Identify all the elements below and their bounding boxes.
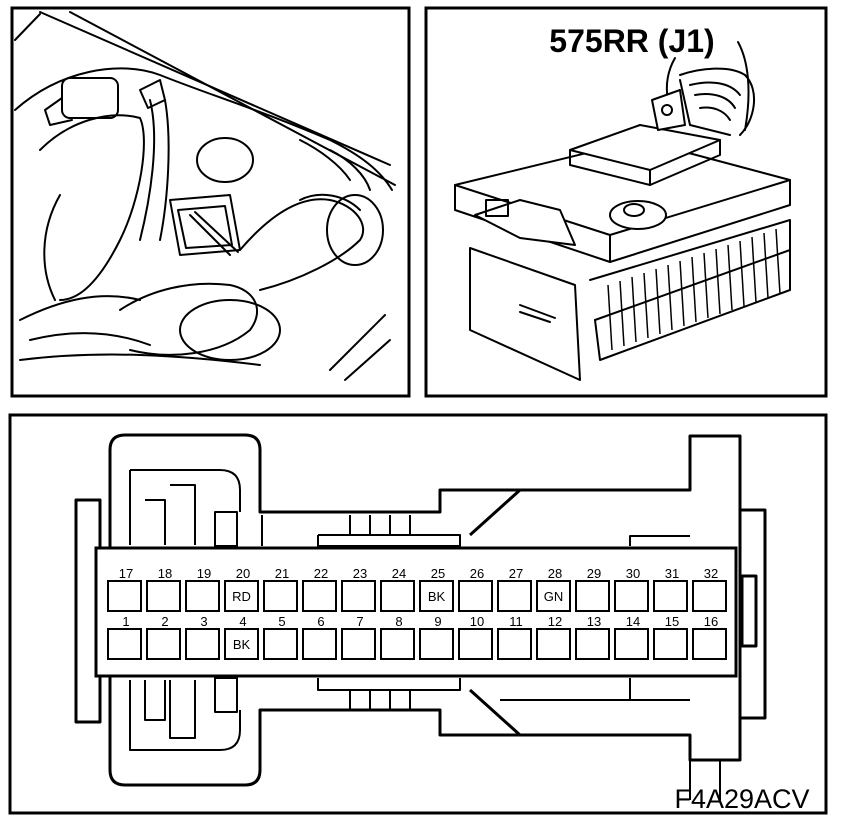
pin-cavity-7 xyxy=(341,628,376,660)
pin-cavity-27 xyxy=(497,580,532,612)
pin-cavity-28 xyxy=(536,580,571,612)
wire-color-pin-4: BK xyxy=(233,637,251,652)
pin-cavity-15 xyxy=(653,628,688,660)
pin-cavity-4 xyxy=(224,628,259,660)
wire-color-pin-28: GN xyxy=(544,589,564,604)
pin-number-7: 7 xyxy=(356,614,363,629)
pin-number-31: 31 xyxy=(665,566,679,581)
pin-cavity-11 xyxy=(497,628,532,660)
location-view-panel xyxy=(10,6,411,398)
wire-color-pin-25: BK xyxy=(428,589,446,604)
pin-number-8: 8 xyxy=(395,614,402,629)
pin-cavity-17 xyxy=(107,580,142,612)
pin-number-11: 11 xyxy=(509,614,523,629)
pin-number-29: 29 xyxy=(587,566,601,581)
pin-cavity-9 xyxy=(419,628,454,660)
pin-number-1: 1 xyxy=(122,614,129,629)
pin-cavity-5 xyxy=(263,628,298,660)
pin-cavity-26 xyxy=(458,580,493,612)
pin-cavity-21 xyxy=(263,580,298,612)
pin-cavity-32 xyxy=(692,580,727,612)
pin-number-17: 17 xyxy=(119,566,133,581)
pin-cavity-1 xyxy=(107,628,142,660)
pin-cavity-16 xyxy=(692,628,727,660)
pin-number-26: 26 xyxy=(470,566,484,581)
pin-number-32: 32 xyxy=(704,566,718,581)
pin-cavity-6 xyxy=(302,628,337,660)
pin-number-15: 15 xyxy=(665,614,679,629)
wire-color-pin-20: RD xyxy=(232,589,251,604)
pin-number-28: 28 xyxy=(548,566,562,581)
pin-number-22: 22 xyxy=(314,566,328,581)
pin-cavity-24 xyxy=(380,580,415,612)
pin-cavity-13 xyxy=(575,628,610,660)
pin-cavity-29 xyxy=(575,580,610,612)
pin-number-13: 13 xyxy=(587,614,601,629)
pin-cavity-10 xyxy=(458,628,493,660)
pin-number-4: 4 xyxy=(239,614,246,629)
pin-number-18: 18 xyxy=(158,566,172,581)
pin-number-2: 2 xyxy=(161,614,168,629)
pin-number-10: 10 xyxy=(470,614,484,629)
pin-number-19: 19 xyxy=(197,566,211,581)
connector-label: 575RR (J1) xyxy=(549,23,714,59)
pin-number-30: 30 xyxy=(626,566,640,581)
pin-number-20: 20 xyxy=(236,566,250,581)
pin-number-21: 21 xyxy=(275,566,289,581)
pin-number-16: 16 xyxy=(704,614,718,629)
pin-cavity-12 xyxy=(536,628,571,660)
pin-number-3: 3 xyxy=(200,614,207,629)
figure-code: F4A29ACV xyxy=(674,784,809,814)
pin-cavity-8 xyxy=(380,628,415,660)
pin-cavity-20 xyxy=(224,580,259,612)
pin-number-9: 9 xyxy=(434,614,441,629)
pin-number-5: 5 xyxy=(278,614,285,629)
pin-number-24: 24 xyxy=(392,566,406,581)
pin-cavity-31 xyxy=(653,580,688,612)
connector-view-panel: 575RR (J1) xyxy=(424,6,828,398)
pin-cavity-18 xyxy=(146,580,181,612)
pin-cavity-22 xyxy=(302,580,337,612)
pin-cavity-14 xyxy=(614,628,649,660)
pin-number-23: 23 xyxy=(353,566,367,581)
pin-cavity-19 xyxy=(185,580,220,612)
pin-cavity-3 xyxy=(185,628,220,660)
pin-cavity-2 xyxy=(146,628,181,660)
pin-number-12: 12 xyxy=(548,614,562,629)
pin-number-25: 25 xyxy=(431,566,445,581)
pin-cavity-23 xyxy=(341,580,376,612)
pin-cavity-25 xyxy=(419,580,454,612)
pin-number-14: 14 xyxy=(626,614,640,629)
pin-number-27: 27 xyxy=(509,566,523,581)
pin-cavity-30 xyxy=(614,580,649,612)
pin-number-6: 6 xyxy=(317,614,324,629)
